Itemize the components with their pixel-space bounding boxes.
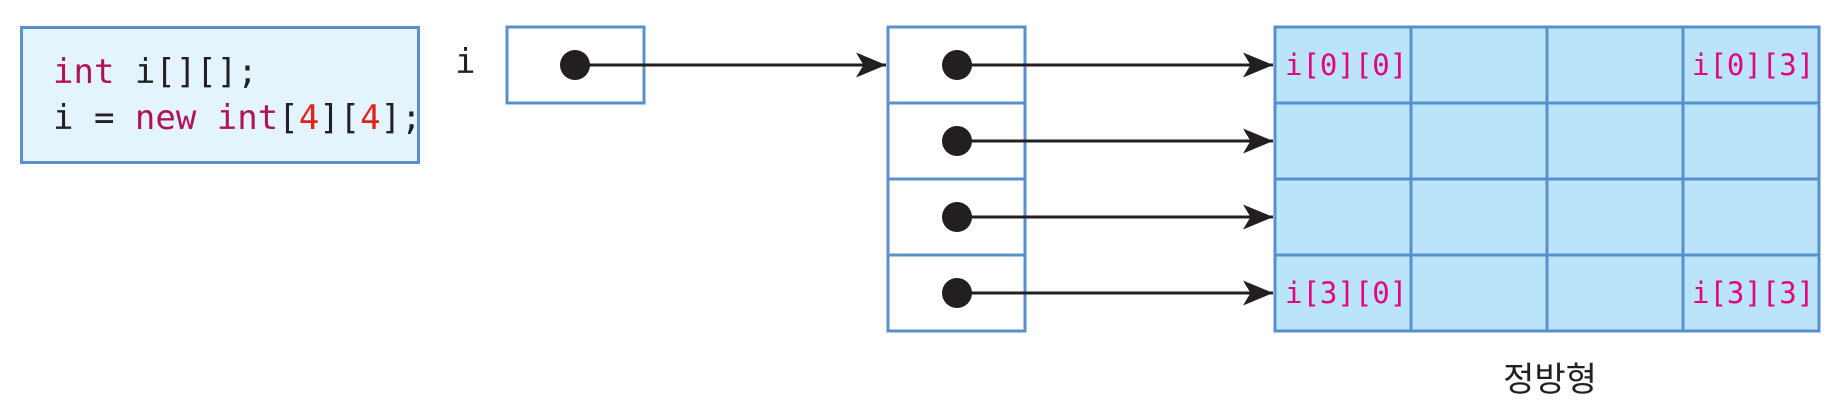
reference-dot	[942, 202, 972, 232]
code-keyword-int: int	[53, 52, 115, 92]
code-bracket-3: ];	[380, 98, 422, 138]
code-keyword-int-2: int	[216, 98, 279, 138]
code-number-rows: 4	[298, 98, 320, 138]
matrix-grid	[1273, 25, 1821, 333]
reference-dot	[942, 50, 972, 80]
reference-dot	[942, 278, 972, 308]
reference-dot	[942, 126, 972, 156]
cell-label-top-left: i[0][0]	[1285, 48, 1408, 82]
matrix-shape-label: 정방형	[1503, 360, 1597, 400]
code-number-cols: 4	[360, 98, 381, 138]
code-line-1: int i[][];	[53, 49, 417, 95]
cell-label-top-right: i[0][3]	[1692, 48, 1815, 82]
code-box: int i[][];i = new int[4][4];	[20, 26, 422, 164]
cell-label-bottom-right: i[3][3]	[1692, 276, 1815, 310]
code-bracket-1: [	[278, 98, 299, 138]
code-assign: i =	[53, 98, 135, 138]
code-bracket-2: ][	[319, 98, 361, 138]
code-line-2: i = new int[4][4];	[53, 95, 422, 141]
code-keyword-new: new	[134, 98, 197, 138]
code-declaration: i[][];	[114, 52, 258, 92]
reference-dot	[560, 50, 590, 80]
variable-label: i	[455, 42, 476, 82]
cell-label-bottom-left: i[3][0]	[1285, 276, 1408, 310]
